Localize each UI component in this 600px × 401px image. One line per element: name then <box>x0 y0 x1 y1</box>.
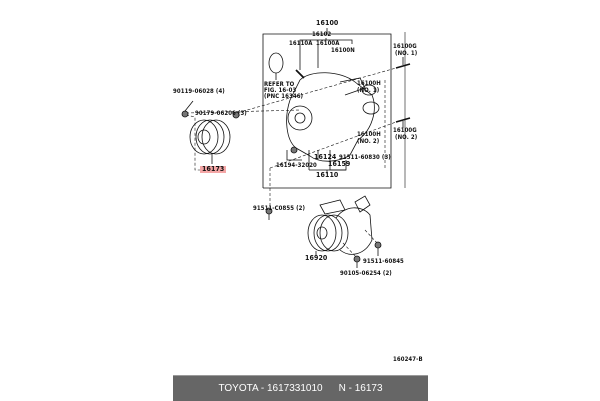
label-16110A: 16110A <box>289 40 313 47</box>
label-91511-60845: 91511-60845 <box>363 258 404 265</box>
label-16100G-1-no: (NO. 1) <box>395 50 418 57</box>
label-16124: 16124 <box>314 153 337 161</box>
oem-reference: N - 16173 <box>338 383 383 394</box>
label-16100H-1: 16100H <box>357 80 381 87</box>
label-16100G-2-no: (NO. 2) <box>395 134 418 141</box>
label-90105: 90105-06254 (2) <box>340 270 392 277</box>
part-info-bar: TOYOTA - 1617331010 N - 16173 <box>173 375 428 401</box>
label-16110: 16110 <box>316 171 339 179</box>
brand-part-number: TOYOTA - 1617331010 <box>218 383 323 394</box>
label-16194: 16194-32020 <box>276 162 317 169</box>
label-16920: 16920 <box>305 254 328 262</box>
label-refer-2: FIG. 16-03 <box>264 87 297 94</box>
label-16100H-2-no: (NO. 2) <box>357 138 380 145</box>
label-91511-60830: 91511-60830 (3) <box>339 154 391 161</box>
label-91511-c0855: 91511-C0855 (2) <box>253 205 306 212</box>
label-16100G-2: 16100G <box>393 127 417 134</box>
label-16100H-1-no: (NO. 1) <box>357 87 380 94</box>
figure-id: 160247-B <box>393 356 423 363</box>
label-90179: 90179-06206 (3) <box>195 110 247 117</box>
label-16159: 16159 <box>328 160 351 168</box>
label-16102: 16102 <box>312 31 332 38</box>
label-16100: 16100 <box>316 19 339 27</box>
label-16100N: 16100N <box>331 47 355 54</box>
label-16100H-2: 16100H <box>357 131 381 138</box>
label-refer-1: REFER TO <box>264 81 295 88</box>
label-90119: 90119-06028 (4) <box>173 88 225 95</box>
label-16100G-1: 16100G <box>393 43 417 50</box>
label-16173-highlighted[interactable]: 16173 <box>200 165 227 173</box>
label-16100A: 16100A <box>316 40 340 47</box>
label-refer-3: (PNC 16346) <box>264 93 304 100</box>
